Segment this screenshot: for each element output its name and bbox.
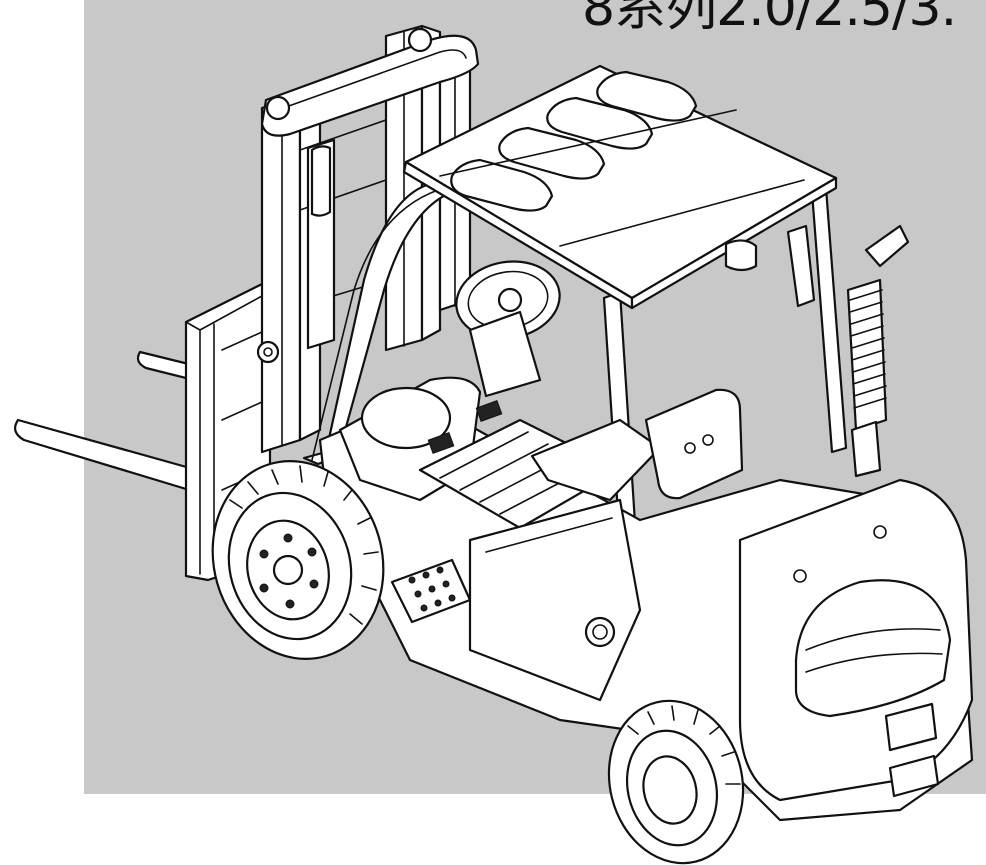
front-wheel [211,460,385,660]
forklift-body [318,224,974,822]
title-fragment: 8系列2.0/2.5/3. [582,0,957,38]
forks [13,350,212,494]
rear-wheel [607,699,745,865]
